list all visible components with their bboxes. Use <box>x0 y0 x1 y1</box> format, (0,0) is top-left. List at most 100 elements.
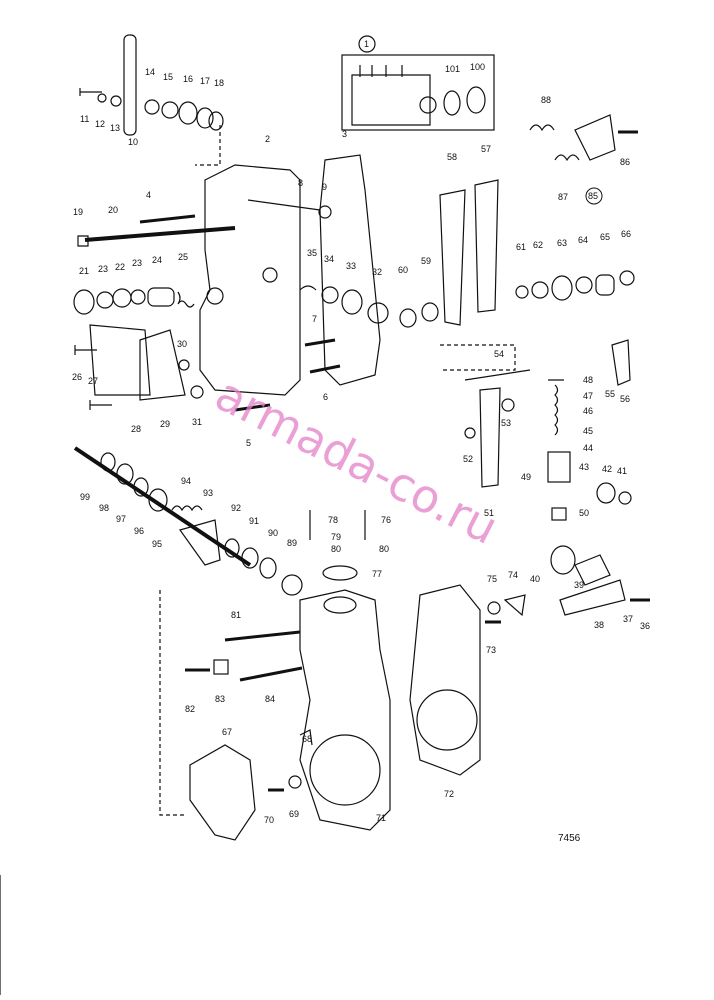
lever-51 <box>479 387 501 488</box>
gasket-72-hole <box>416 689 478 751</box>
plug-60 <box>399 308 417 328</box>
inset-callout: 1 <box>364 39 369 49</box>
label-59: 59 <box>421 256 431 266</box>
inset-callout-circle <box>358 35 376 53</box>
housing-71-flange <box>309 734 381 806</box>
label-83: 83 <box>215 694 225 704</box>
lever-39 <box>574 554 611 586</box>
label-18: 18 <box>214 78 224 88</box>
label-4: 4 <box>146 190 151 200</box>
label-44: 44 <box>583 443 593 453</box>
label-12: 12 <box>95 119 105 129</box>
label-23a: 23 <box>98 264 108 274</box>
label-98: 98 <box>99 503 109 513</box>
seal-62 <box>531 281 549 299</box>
washer-23b <box>130 289 146 305</box>
label-62: 62 <box>533 240 543 250</box>
label-20: 20 <box>108 205 118 215</box>
inset-seal-100 <box>466 86 486 114</box>
label-80a: 80 <box>331 544 341 554</box>
label-66: 66 <box>621 229 631 239</box>
label-17: 17 <box>200 76 210 86</box>
washer-52 <box>464 427 476 439</box>
label-84: 84 <box>265 694 275 704</box>
label-42: 42 <box>602 464 612 474</box>
label-68: 68 <box>302 734 312 744</box>
clip-68 <box>299 729 313 746</box>
label-56: 56 <box>620 394 630 404</box>
spring-25 <box>177 291 195 308</box>
ring-18 <box>208 111 224 131</box>
label-101: 101 <box>445 64 460 74</box>
label-29: 29 <box>160 419 170 429</box>
label-64: 64 <box>578 235 588 245</box>
nut-53 <box>501 398 515 412</box>
label-34: 34 <box>324 254 334 264</box>
inset-ring-101 <box>443 90 461 116</box>
label-10: 10 <box>128 137 138 147</box>
plug-32 <box>367 302 389 324</box>
clip-35 <box>299 285 317 291</box>
spring-46-48 <box>548 379 564 436</box>
leader-54 <box>440 344 516 371</box>
label-55: 55 <box>605 389 615 399</box>
gear-40 <box>550 545 576 575</box>
label-73: 73 <box>486 645 496 655</box>
bolt-27 <box>89 400 112 410</box>
label-7: 7 <box>312 314 317 324</box>
label-2: 2 <box>265 134 270 144</box>
bolt-26 <box>74 345 97 355</box>
label-82: 82 <box>185 704 195 714</box>
seal-17 <box>196 107 214 129</box>
leader-18 <box>195 125 221 166</box>
label-91: 91 <box>249 516 259 526</box>
plug-89 <box>281 574 303 596</box>
washer-96 <box>133 477 149 497</box>
label-67: 67 <box>222 727 232 737</box>
label-86: 86 <box>620 157 630 167</box>
label-88: 88 <box>541 95 551 105</box>
screws-76-78 <box>309 510 366 540</box>
washer-59 <box>421 302 439 322</box>
washer-13 <box>110 95 122 107</box>
label-40: 40 <box>530 574 540 584</box>
label-37: 37 <box>623 614 633 624</box>
screw-81 <box>224 630 301 642</box>
cover-67 <box>189 744 256 841</box>
gasket-3 <box>319 154 381 386</box>
label-6: 6 <box>323 392 328 402</box>
bolt-11 <box>79 88 102 96</box>
label-58: 58 <box>447 152 457 162</box>
label-23b: 23 <box>132 258 142 268</box>
housing-port <box>262 267 278 283</box>
label-11: 11 <box>80 114 89 124</box>
ring-97 <box>116 463 134 485</box>
ring-41 <box>618 491 632 505</box>
label-19: 19 <box>73 207 83 217</box>
label-33: 33 <box>346 261 356 271</box>
label-39: 39 <box>574 580 584 590</box>
label-46: 46 <box>583 406 593 416</box>
stud-84 <box>239 666 303 682</box>
bush-63 <box>551 275 573 301</box>
label-85: 85 <box>588 191 598 201</box>
nut-31 <box>190 385 204 399</box>
label-96: 96 <box>134 526 144 536</box>
leader-67 <box>159 590 185 816</box>
label-21: 21 <box>79 266 89 276</box>
label-53: 53 <box>501 418 511 428</box>
label-15: 15 <box>163 72 173 82</box>
label-78: 78 <box>328 515 338 525</box>
shaft-99 <box>73 446 252 567</box>
cover-28 <box>89 324 151 396</box>
label-31: 31 <box>192 417 202 427</box>
pin-50 <box>551 507 567 521</box>
label-81: 81 <box>231 610 241 620</box>
label-60: 60 <box>398 265 408 275</box>
callout-85-circle <box>585 187 603 205</box>
cap-21 <box>73 289 95 315</box>
washer-64 <box>575 276 593 294</box>
sleeve-95 <box>148 488 168 512</box>
